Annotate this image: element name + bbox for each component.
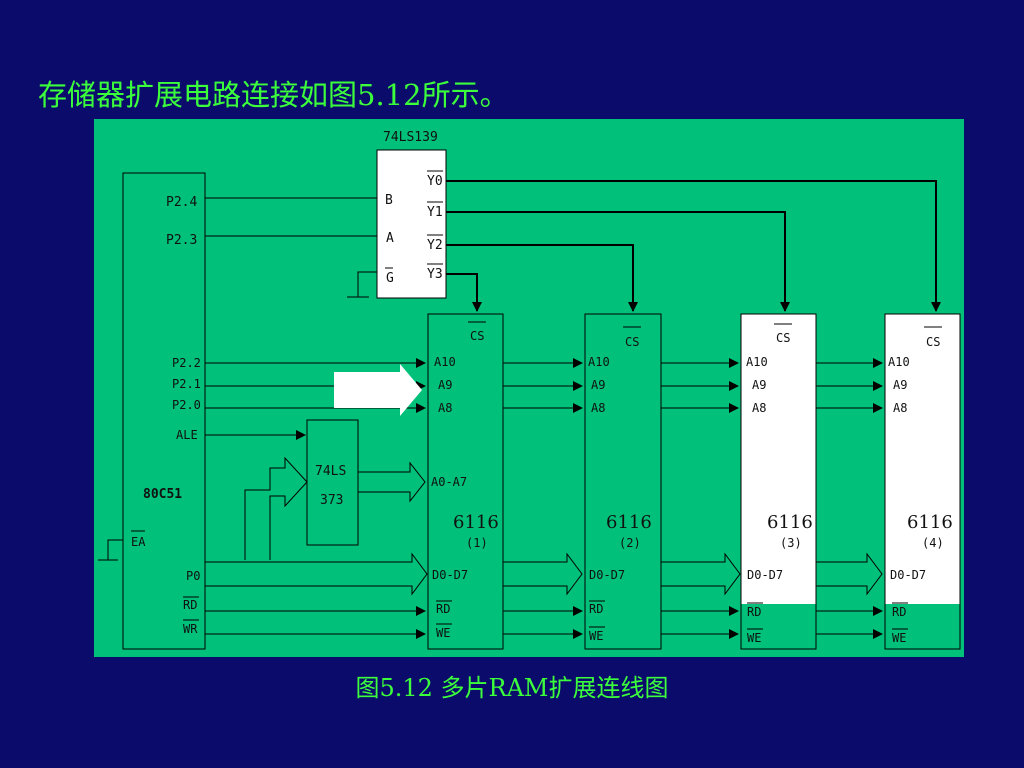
mcu-80c51: P2.4 P2.3 P2.2 P2.1 P2.0 ALE 80C51 EA P0… bbox=[98, 172, 206, 650]
mcu-name: 80C51 bbox=[143, 487, 182, 502]
ram-2-a10: A10 bbox=[588, 355, 610, 369]
ram-4-rd: RD bbox=[892, 605, 906, 619]
latch-label-2: 373 bbox=[320, 493, 343, 508]
ram-chip-4: CS A10 A9 A8 6116 (4) D0-D7 RD WE bbox=[884, 313, 961, 650]
ram-4-cs: CS bbox=[926, 335, 940, 349]
decoder-output-y2: Y2 bbox=[427, 238, 443, 253]
ram-4-name: 6116 bbox=[907, 512, 953, 533]
pin-p2-1: P2.1 bbox=[172, 377, 201, 391]
ram-4-a10: A10 bbox=[888, 355, 910, 369]
ram-1-a9: A9 bbox=[438, 378, 452, 392]
pin-p2-4: P2.4 bbox=[166, 195, 197, 210]
ram-1-we: WE bbox=[436, 626, 450, 640]
ram-2-cs: CS bbox=[625, 335, 639, 349]
slide-title: 存储器扩展电路连接如图5.12所示。 bbox=[38, 78, 509, 112]
decoder-output-y1: Y1 bbox=[427, 205, 443, 220]
latch-label-1: 74LS bbox=[315, 464, 346, 479]
ram-chip-3: CS A10 A9 A8 6116 (3) D0-D7 RD WE bbox=[740, 313, 817, 650]
ram-2-we: WE bbox=[589, 629, 603, 643]
ram-4-a8: A8 bbox=[893, 401, 907, 415]
pin-ale: ALE bbox=[176, 428, 198, 442]
pin-p2-0: P2.0 bbox=[172, 398, 201, 412]
decoder-input-a: A bbox=[386, 231, 394, 246]
highlight-arrow bbox=[334, 364, 422, 416]
pin-wr: WR bbox=[183, 622, 198, 636]
ram-3-data: D0-D7 bbox=[747, 568, 783, 582]
ram-chip-2: CS A10 A9 A8 6116 (2) D0-D7 RD WE bbox=[584, 313, 662, 650]
ram-1-rd: RD bbox=[436, 602, 450, 616]
pin-p0: P0 bbox=[186, 569, 200, 583]
ram-1-data: D0-D7 bbox=[432, 568, 468, 582]
ram-3-rd: RD bbox=[747, 605, 761, 619]
ram-1-index: (1) bbox=[466, 536, 488, 550]
figure-caption: 图5.12 多片RAM扩展连线图 bbox=[355, 674, 669, 702]
pin-p2-2: P2.2 bbox=[172, 356, 201, 370]
ram-3-a8: A8 bbox=[752, 401, 766, 415]
decoder-output-y0: Y0 bbox=[427, 174, 443, 189]
ram-chip-1: CS A10 A9 A8 A0-A7 6116 (1) D0-D7 RD WE bbox=[427, 313, 504, 650]
diagram-background bbox=[94, 119, 964, 657]
ram-1-a10: A10 bbox=[434, 355, 456, 369]
pin-p2-3: P2.3 bbox=[166, 233, 197, 248]
ram-4-index: (4) bbox=[922, 536, 944, 550]
ram-2-index: (2) bbox=[619, 536, 641, 550]
ram-3-we: WE bbox=[747, 631, 761, 645]
ram-2-data: D0-D7 bbox=[589, 568, 625, 582]
ram-2-a8: A8 bbox=[591, 401, 605, 415]
ram-2-rd: RD bbox=[589, 602, 603, 616]
ram-3-cs: CS bbox=[776, 331, 790, 345]
ram-3-a9: A9 bbox=[752, 378, 766, 392]
ram-2-name: 6116 bbox=[606, 512, 652, 533]
ram-4-a9: A9 bbox=[893, 378, 907, 392]
ram-4-we: WE bbox=[892, 631, 906, 645]
decoder-74ls139: 74LS139 B A G Y0 Y1 Y2 Y3 bbox=[347, 130, 447, 299]
decoder-name: 74LS139 bbox=[383, 130, 438, 145]
ram-3-name: 6116 bbox=[767, 512, 813, 533]
ram-1-cs: CS bbox=[470, 329, 484, 343]
decoder-input-b: B bbox=[385, 193, 393, 208]
pin-rd: RD bbox=[183, 598, 197, 612]
ram-3-index: (3) bbox=[780, 536, 802, 550]
ram-4-data: D0-D7 bbox=[890, 568, 926, 582]
ram-2-a9: A9 bbox=[591, 378, 605, 392]
ram-1-a0-a7: A0-A7 bbox=[431, 475, 467, 489]
decoder-output-y3: Y3 bbox=[427, 267, 443, 282]
ram-1-name: 6116 bbox=[453, 512, 499, 533]
decoder-input-g: G bbox=[386, 271, 394, 286]
ram-3-a10: A10 bbox=[746, 355, 768, 369]
ram-1-a8: A8 bbox=[438, 401, 452, 415]
pin-ea: EA bbox=[131, 535, 146, 549]
